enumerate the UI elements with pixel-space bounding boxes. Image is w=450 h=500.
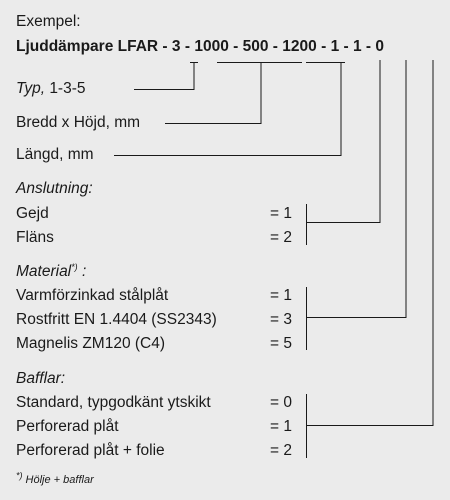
code-sep: -: [272, 38, 278, 55]
typ-row: Typ, 1-3-5: [16, 80, 86, 98]
connector-typ: [134, 62, 195, 90]
code-sep: -: [184, 38, 191, 55]
material-option-label: Magnelis ZM120 (C4): [16, 335, 166, 352]
typ-label: Typ,: [16, 80, 45, 97]
footnote: *) Hölje + bafflar: [16, 471, 94, 487]
connector-anslutning: [306, 60, 381, 223]
material-option-code: = 1: [270, 287, 292, 304]
product-code-line: Ljuddämpare LFAR - 3 - 1000 - 500 - 1200…: [16, 38, 384, 56]
material-option-code: = 3: [270, 311, 292, 328]
example-label: Exempel:: [16, 13, 81, 30]
bafflar-heading: Bafflar:: [16, 370, 66, 387]
material-heading-text: Material: [16, 263, 72, 280]
code-sep: -: [343, 38, 349, 55]
bafflar-option-code: = 1: [270, 418, 292, 435]
langd-label: Längd, mm: [16, 146, 94, 163]
code-part-typ: 3: [171, 38, 181, 55]
bafflar-option-code: = 0: [270, 394, 292, 411]
anslutning-heading: Anslutning:: [16, 180, 93, 197]
code-sep: -: [321, 38, 327, 55]
code-prefix: Ljuddämpare LFAR: [16, 38, 159, 55]
material-heading-suffix: :: [77, 263, 87, 280]
anslutning-option-label: Fläns: [16, 229, 54, 246]
code-sep: -: [233, 38, 239, 55]
connector-material: [306, 60, 407, 318]
material-heading: Material*) :: [16, 261, 87, 281]
code-part-langd: 1200: [282, 38, 317, 55]
anslutning-option-code: = 1: [270, 205, 292, 222]
bredd-hojd-label: Bredd x Höjd, mm: [16, 114, 141, 131]
code-part-bafflar: 0: [375, 38, 385, 55]
material-option-label: Rostfritt EN 1.4404 (SS2343): [16, 311, 217, 328]
typ-values: 1-3-5: [49, 80, 86, 97]
code-part-material: 1: [352, 38, 362, 55]
code-sep: -: [365, 38, 372, 55]
bafflar-option-label: Perforerad plåt: [16, 418, 119, 435]
connector-langd: [114, 62, 342, 156]
footnote-mark: *): [16, 470, 23, 481]
material-heading-sup: *): [71, 261, 78, 272]
anslutning-option-label: Gejd: [16, 205, 49, 222]
connector-bafflar: [306, 60, 434, 426]
code-part-bredd: 1000: [194, 38, 229, 55]
code-part-anslutning: 1: [330, 38, 340, 55]
bafflar-option-code: = 2: [270, 442, 292, 459]
code-sep: -: [162, 38, 168, 55]
code-part-hojd: 500: [242, 38, 269, 55]
footnote-text: Hölje + bafflar: [22, 474, 94, 486]
bafflar-option-label: Perforerad plåt + folie: [16, 442, 165, 459]
material-option-label: Varmförzinkad stålplåt: [16, 287, 169, 304]
bafflar-option-label: Standard, typgodkänt ytskikt: [16, 394, 211, 411]
anslutning-option-code: = 2: [270, 229, 292, 246]
connector-bredd-hojd: [165, 62, 262, 124]
material-option-code: = 5: [270, 335, 292, 352]
